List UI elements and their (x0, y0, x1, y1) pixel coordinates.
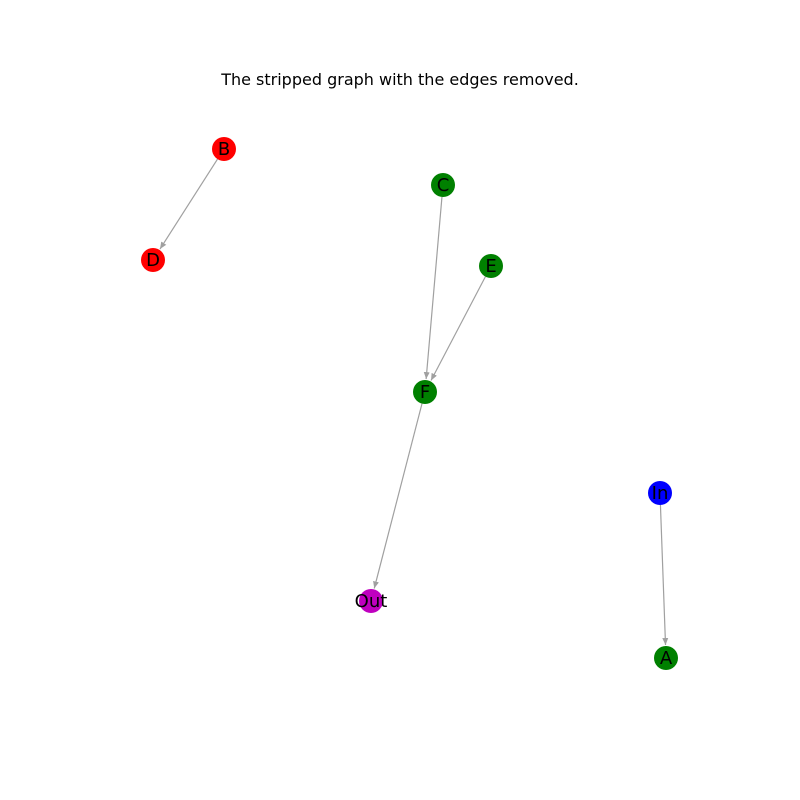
node-b-circle (212, 137, 236, 161)
edge-in-to-a (659, 504, 669, 646)
node-f-circle (413, 380, 437, 404)
node-d-label: D (146, 250, 160, 271)
edge-e-to-f (430, 276, 486, 381)
node-in-label: In (652, 483, 669, 504)
node-out-label: Out (355, 591, 388, 612)
edge-c-to-f (423, 196, 443, 380)
node-a-circle (654, 646, 678, 670)
node-d-circle (141, 248, 165, 272)
node-b-label: B (218, 139, 230, 160)
node-e-label: E (485, 256, 496, 277)
node-f: F (413, 380, 437, 404)
node-in: In (648, 481, 672, 505)
node-c-circle (431, 173, 455, 197)
node-a-label: A (660, 648, 673, 669)
node-e: E (479, 254, 503, 278)
node-out-circle (359, 589, 383, 613)
figure-title: The stripped graph with the edges remove… (221, 70, 579, 89)
node-e-circle (479, 254, 503, 278)
node-c-label: C (437, 175, 450, 196)
node-c: C (431, 173, 455, 197)
edge-f-to-out (373, 403, 423, 589)
edge-layer (159, 158, 669, 646)
node-f-label: F (420, 382, 430, 403)
node-b: B (212, 137, 236, 161)
node-in-circle (648, 481, 672, 505)
node-d: D (141, 248, 165, 272)
edge-b-to-d (159, 158, 219, 250)
node-a: A (654, 646, 678, 670)
node-out: Out (355, 589, 388, 613)
